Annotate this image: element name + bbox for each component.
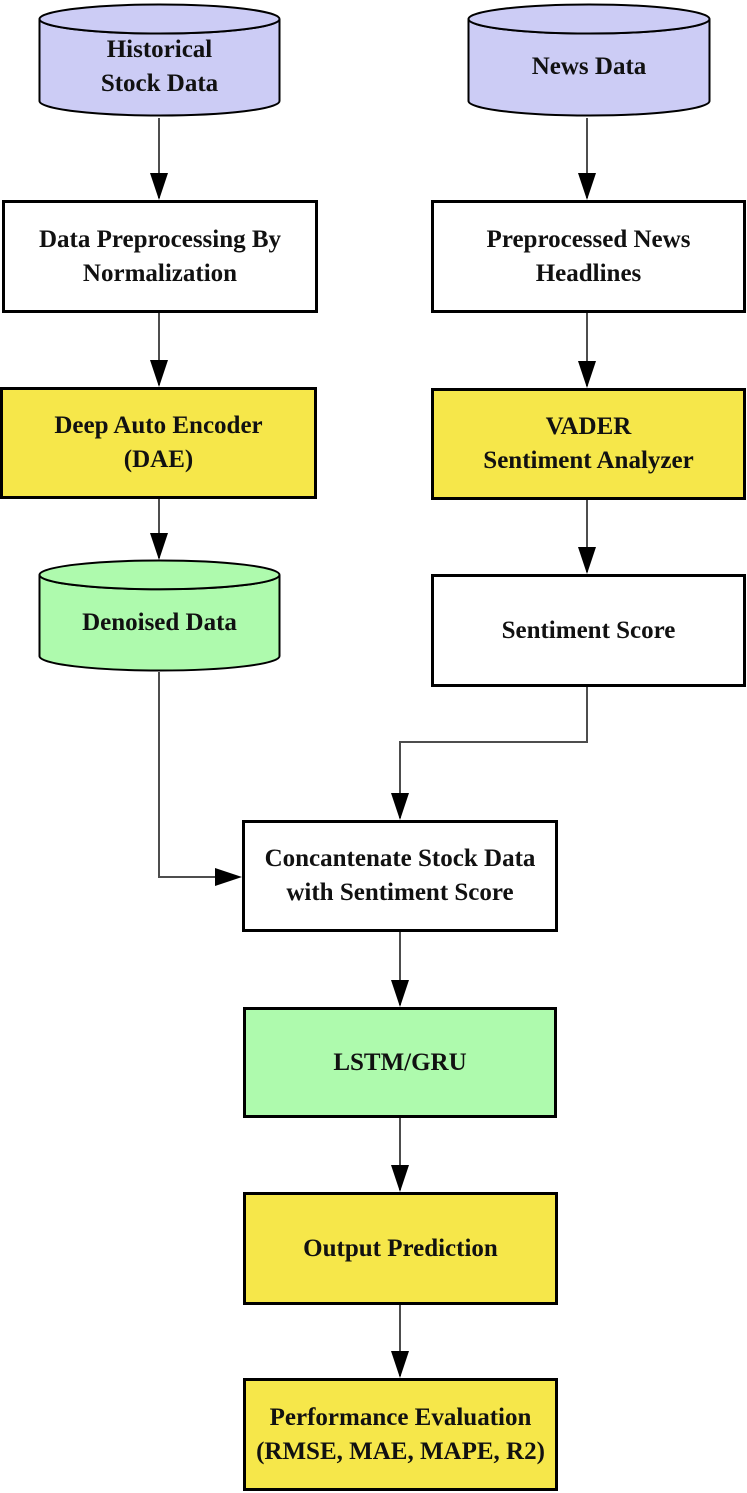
arrowhead-right-icon	[215, 868, 242, 886]
node-data-preprocessing: Data Preprocessing By Normalization	[2, 200, 318, 313]
arrowhead-down-icon	[150, 360, 168, 387]
arrowhead-down-icon	[391, 1165, 409, 1192]
arrowhead-down-icon	[391, 980, 409, 1007]
node-label: News Data	[531, 53, 647, 80]
cylinder-shape	[38, 559, 281, 672]
cylinder-shape	[38, 3, 281, 117]
node-deep-auto-encoder: Deep Auto Encoder (DAE)	[0, 387, 317, 499]
arrowhead-down-icon	[150, 533, 168, 560]
node-label: Concantenate Stock Data with Sentiment S…	[264, 845, 536, 906]
node-label: Deep Auto Encoder (DAE)	[54, 412, 263, 473]
node-label: Performance Evaluation (RMSE, MAE, MAPE,…	[256, 1403, 545, 1465]
edge-sentscore-to-concat	[399, 687, 588, 818]
node-label: Preprocessed News Headlines	[486, 225, 691, 287]
node-label: VADER Sentiment Analyzer	[483, 413, 694, 474]
node-preprocessed-news-headlines: Preprocessed News Headlines	[431, 200, 746, 313]
node-concatenate-stock-data: Concantenate Stock Data with Sentiment S…	[242, 820, 558, 932]
node-output-prediction: Output Prediction	[243, 1192, 558, 1305]
node-performance-evaluation: Performance Evaluation (RMSE, MAE, MAPE,…	[243, 1378, 558, 1491]
node-denoised-data: Denoised Data	[38, 559, 281, 672]
cylinder-shape	[467, 3, 711, 117]
edge-denoised-to-concat	[158, 672, 238, 878]
arrowhead-down-icon	[391, 793, 409, 820]
arrowhead-down-icon	[578, 173, 596, 200]
node-lstm-gru: LSTM/GRU	[243, 1007, 557, 1118]
node-label: Sentiment Score	[501, 616, 676, 644]
node-label: Output Prediction	[303, 1234, 498, 1262]
node-label: Data Preprocessing By Normalization	[38, 225, 282, 287]
node-label: Denoised Data	[82, 608, 237, 636]
arrowhead-down-icon	[150, 173, 168, 200]
node-label: LSTM/GRU	[333, 1048, 467, 1076]
node-sentiment-score: Sentiment Score	[431, 574, 746, 687]
arrowhead-down-icon	[391, 1351, 409, 1378]
arrowhead-down-icon	[578, 547, 596, 574]
arrowhead-down-icon	[578, 361, 596, 388]
node-news-data: News Data	[467, 3, 711, 117]
node-vader-sentiment-analyzer: VADER Sentiment Analyzer	[431, 388, 746, 500]
node-historical-stock-data: Historical Stock Data	[38, 3, 281, 117]
node-label: Historical Stock Data	[100, 36, 219, 97]
